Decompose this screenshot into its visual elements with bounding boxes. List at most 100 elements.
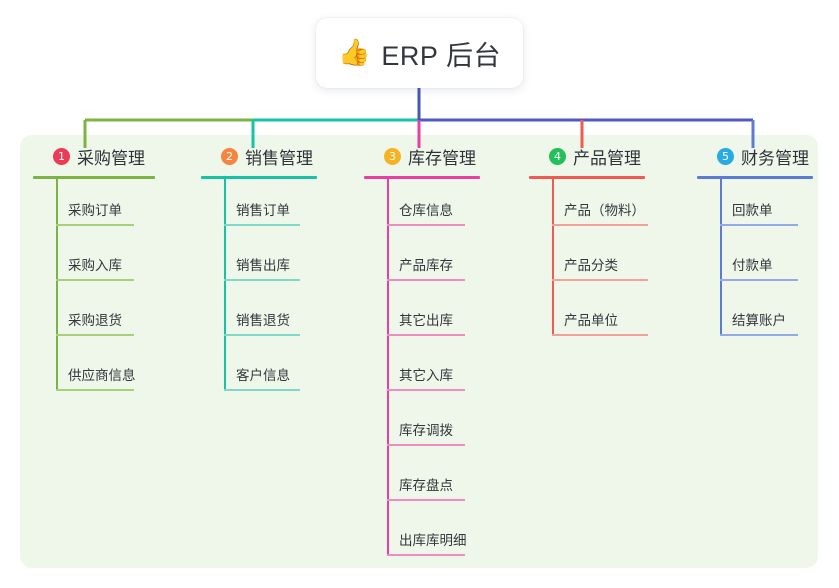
leaf-label: 其它出库 <box>399 313 453 328</box>
branch-trunk-5 <box>720 179 722 335</box>
branch-trunk-1 <box>56 179 58 390</box>
branch-underline-5 <box>697 176 813 179</box>
branch-column-5: 5 财务管理回款单付款单结算账户 <box>697 143 813 344</box>
leaf-item[interactable]: 库存调拨 <box>364 399 480 454</box>
branch-underline-2 <box>201 176 317 179</box>
leaf-label: 采购退货 <box>68 313 122 328</box>
leaf-label: 销售退货 <box>236 313 290 328</box>
leaf-item[interactable]: 产品库存 <box>364 234 480 289</box>
leaf-label: 销售出库 <box>236 258 290 273</box>
leaf-underline <box>720 279 798 281</box>
branch-title-1: 采购管理 <box>77 148 145 168</box>
leaf-item[interactable]: 采购退货 <box>33 289 155 344</box>
leaf-label: 回款单 <box>732 203 773 218</box>
leaf-underline <box>552 224 648 226</box>
leaf-item[interactable]: 回款单 <box>697 179 813 234</box>
branch-header-3[interactable]: 3 库存管理 <box>364 143 480 169</box>
leaf-item[interactable]: 付款单 <box>697 234 813 289</box>
leaf-item[interactable]: 仓库信息 <box>364 179 480 234</box>
leaf-label: 产品库存 <box>399 258 453 273</box>
branch-trunk-3 <box>387 179 389 555</box>
branch-title-4: 产品管理 <box>573 148 641 168</box>
branch-badge-4: 4 <box>549 147 566 165</box>
leaf-item[interactable]: 客户信息 <box>201 344 317 399</box>
leaf-label: 产品单位 <box>564 313 618 328</box>
leaf-label: 采购订单 <box>68 203 122 218</box>
branch-header-4[interactable]: 4 产品管理 <box>529 143 645 169</box>
leaf-underline <box>387 554 465 556</box>
branch-title-2: 销售管理 <box>245 148 313 168</box>
leaf-item[interactable]: 结算账户 <box>697 289 813 344</box>
leaf-item[interactable]: 其它入库 <box>364 344 480 399</box>
leaf-label: 付款单 <box>732 258 773 273</box>
branch-underline-1 <box>33 176 155 179</box>
leaf-label: 库存盘点 <box>399 478 453 493</box>
leaf-underline <box>224 334 300 336</box>
leaf-underline <box>387 224 465 226</box>
leaf-underline <box>387 499 465 501</box>
branch-header-1[interactable]: 1 采购管理 <box>33 143 155 169</box>
leaf-label: 其它入库 <box>399 368 453 383</box>
leaf-label: 出库库明细 <box>399 533 467 548</box>
leaf-item[interactable]: 销售出库 <box>201 234 317 289</box>
leaf-underline <box>56 224 134 226</box>
branch-column-3: 3 库存管理仓库信息产品库存其它出库其它入库库存调拨库存盘点出库库明细 <box>364 143 480 564</box>
leaf-item[interactable]: 销售退货 <box>201 289 317 344</box>
branch-badge-5: 5 <box>717 147 734 165</box>
root-node[interactable]: 👍 ERP 后台 <box>316 18 523 88</box>
leaf-list-5: 回款单付款单结算账户 <box>697 179 813 344</box>
leaf-label: 结算账户 <box>732 313 786 328</box>
branch-badge-3: 3 <box>384 147 401 165</box>
leaf-underline <box>387 279 465 281</box>
leaf-underline <box>552 334 648 336</box>
leaf-label: 产品分类 <box>564 258 618 273</box>
leaf-underline <box>56 334 134 336</box>
leaf-item[interactable]: 销售订单 <box>201 179 317 234</box>
leaf-underline <box>56 389 134 391</box>
leaf-list-1: 采购订单采购入库采购退货供应商信息 <box>33 179 155 399</box>
branch-title-5: 财务管理 <box>741 148 809 168</box>
branch-title-3: 库存管理 <box>408 148 476 168</box>
branch-header-5[interactable]: 5 财务管理 <box>697 143 813 169</box>
leaf-item[interactable]: 库存盘点 <box>364 454 480 509</box>
leaf-label: 产品（物料） <box>564 203 645 218</box>
leaf-underline <box>387 444 465 446</box>
leaf-item[interactable]: 采购入库 <box>33 234 155 289</box>
branch-column-4: 4 产品管理产品（物料） 产品分类产品单位 <box>529 143 648 344</box>
leaf-item[interactable]: 其它出库 <box>364 289 480 344</box>
leaf-underline <box>552 279 648 281</box>
leaf-underline <box>720 224 798 226</box>
leaf-label: 库存调拨 <box>399 423 453 438</box>
leaf-list-3: 仓库信息产品库存其它出库其它入库库存调拨库存盘点出库库明细 <box>364 179 480 564</box>
branch-underline-4 <box>529 176 645 179</box>
branch-badge-1: 1 <box>53 147 70 165</box>
leaf-item[interactable]: 供应商信息 <box>33 344 155 399</box>
branch-header-2[interactable]: 2 销售管理 <box>201 143 317 169</box>
leaf-list-2: 销售订单销售出库销售退货客户信息 <box>201 179 317 399</box>
leaf-item[interactable]: 产品（物料） <box>529 179 648 234</box>
thumbs-up-icon: 👍 <box>338 38 371 68</box>
leaf-label: 客户信息 <box>236 368 290 383</box>
leaf-item[interactable]: 产品单位 <box>529 289 648 344</box>
leaf-label: 供应商信息 <box>68 368 136 383</box>
branch-column-1: 1 采购管理采购订单采购入库采购退货供应商信息 <box>33 143 155 399</box>
leaf-label: 销售订单 <box>236 203 290 218</box>
leaf-item[interactable]: 产品分类 <box>529 234 648 289</box>
leaf-item[interactable]: 采购订单 <box>33 179 155 234</box>
root-node-label: ERP 后台 <box>381 40 501 71</box>
branch-badge-2: 2 <box>221 147 238 165</box>
leaf-item[interactable]: 出库库明细 <box>364 509 480 564</box>
leaf-underline <box>56 279 134 281</box>
leaf-underline <box>387 389 465 391</box>
leaf-underline <box>224 279 300 281</box>
leaf-list-4: 产品（物料） 产品分类产品单位 <box>529 179 648 344</box>
leaf-label: 仓库信息 <box>399 203 453 218</box>
leaf-underline <box>387 334 465 336</box>
branch-trunk-4 <box>552 179 554 335</box>
diagram-panel <box>20 135 818 568</box>
branch-trunk-2 <box>224 179 226 390</box>
root-node-content: 👍 ERP 后台 <box>338 34 501 73</box>
leaf-underline <box>224 224 300 226</box>
leaf-label: 采购入库 <box>68 258 122 273</box>
